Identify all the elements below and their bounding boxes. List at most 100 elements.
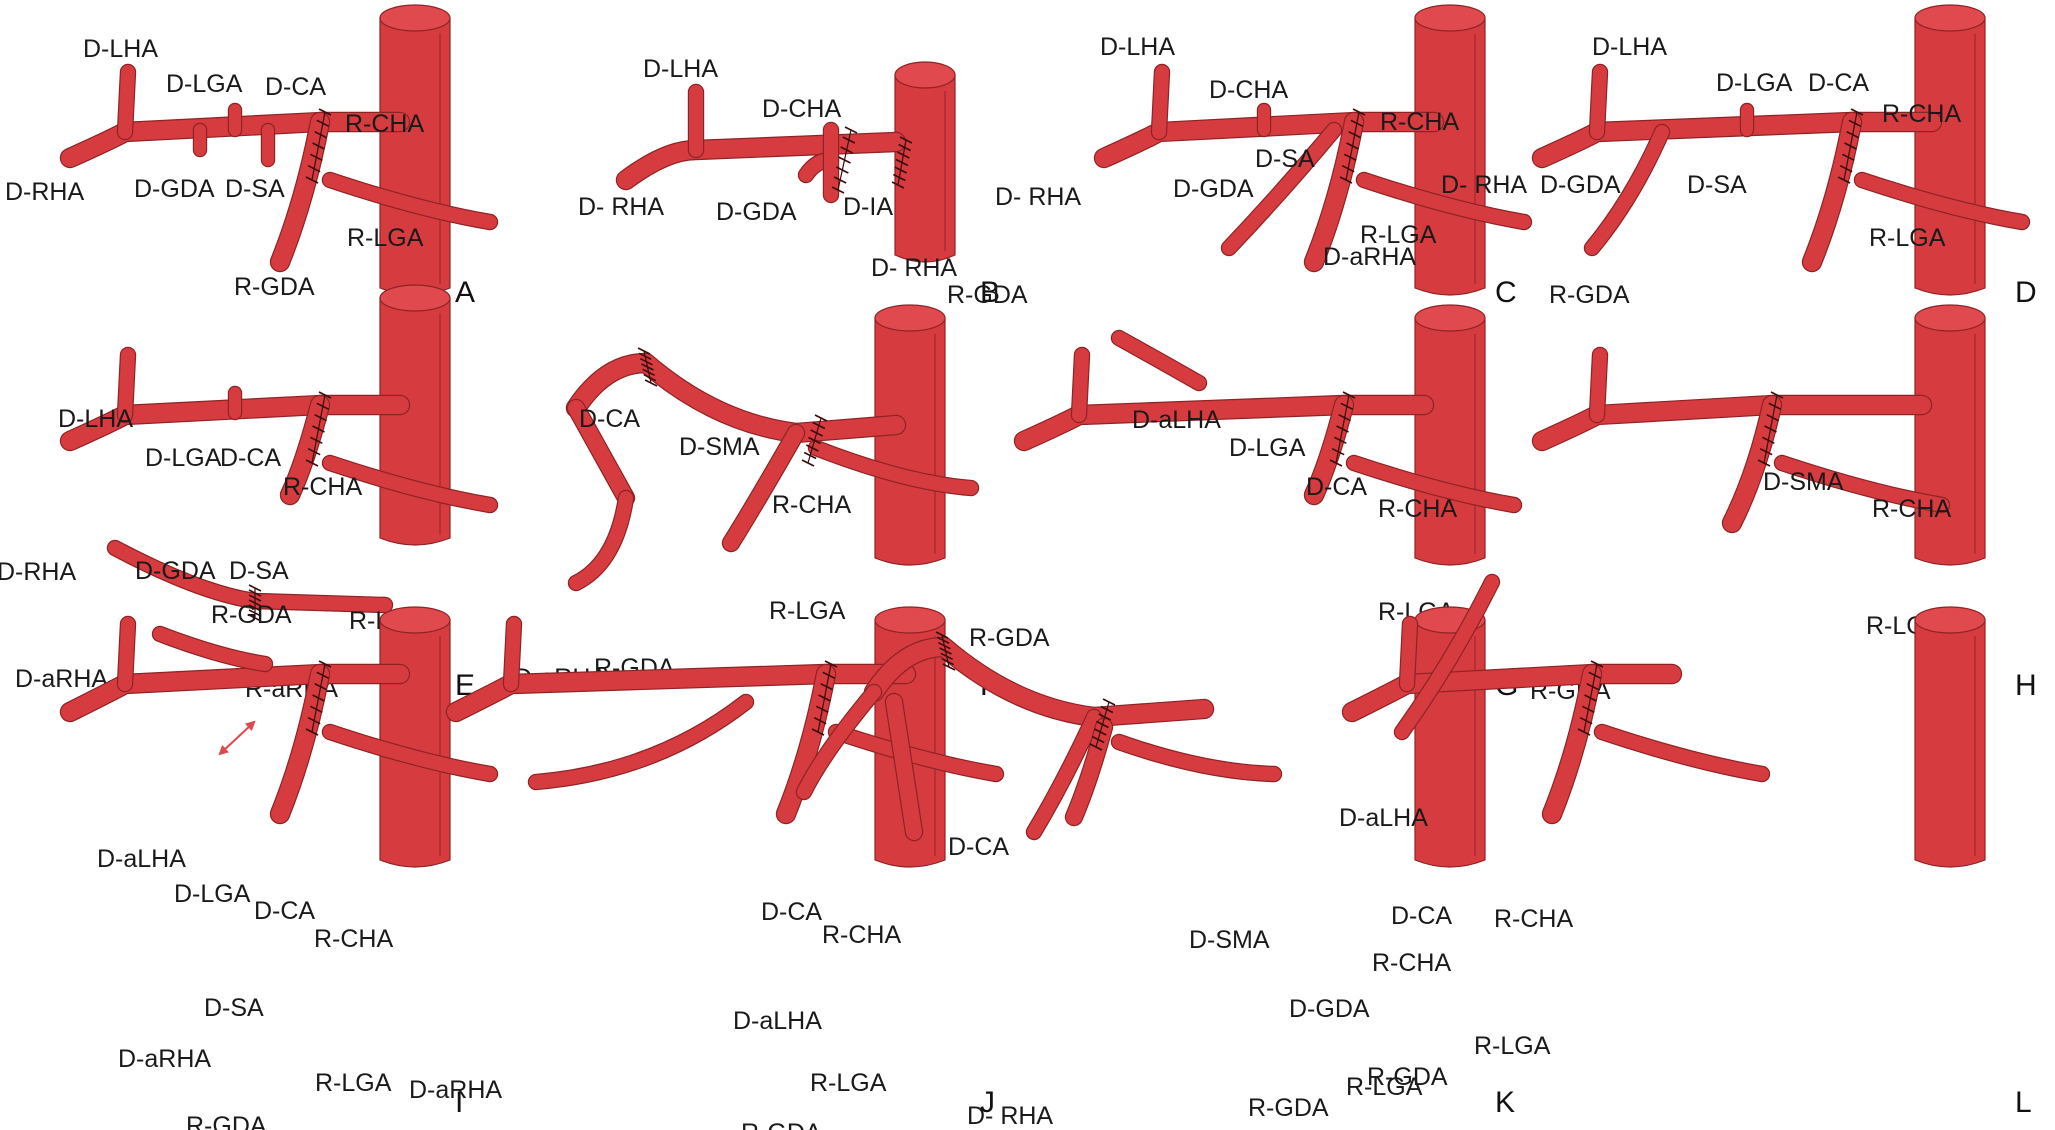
vessel-label-d-rha: D-RHA (5, 178, 84, 206)
vessel-label-r-gda: R-GDA (211, 601, 292, 629)
panel-i: D-aLHAD-LGAD-CAR-CHAD-SAD-aRHAR-LGAR-GDA… (59, 606, 499, 1130)
vessel-label-r-cha: R-CHA (1372, 949, 1451, 977)
recipient-lga (1357, 173, 1531, 229)
vessel-label-d-ca: D-CA (761, 898, 822, 926)
distance-arrow (218, 720, 256, 756)
recipient-gda (271, 665, 329, 823)
vessel-label-d-lga: D-LGA (145, 444, 222, 472)
accessory-left-hepatic (153, 627, 272, 671)
left-hepatic-branch (1590, 65, 1607, 139)
recipient-gda (1305, 113, 1363, 271)
vessel-label-d-sma: D-SMA (1763, 468, 1844, 496)
suture-line (811, 660, 838, 736)
vessel-label-r-lga: R-LGA (1474, 1032, 1551, 1060)
panel-letter: A (455, 276, 475, 309)
accessory-right-hepatic-outline (527, 693, 755, 791)
celiac-descending-branch (568, 400, 634, 506)
recipient-gda (1803, 113, 1861, 271)
hepatic-branch (1590, 348, 1607, 422)
vessel-label-d-cha: D-CHA (1209, 76, 1288, 104)
aorta-tube (1914, 17, 1986, 296)
suture-line (1089, 698, 1116, 751)
aorta-opening (379, 284, 451, 312)
vessel-label-d-sma: D-SMA (679, 433, 760, 461)
panel-letter: C (1495, 276, 1517, 309)
aorta-tube (894, 74, 956, 263)
vessel-label-d-ca: D-CA (220, 444, 281, 472)
vessel-label-r-cha: R-CHA (1494, 905, 1573, 933)
common-hepatic-trunk (617, 133, 905, 189)
aorta-tube (874, 317, 946, 566)
panel-letter: K (1495, 1086, 1515, 1119)
vessel-label-d-gda: D-GDA (1540, 171, 1621, 199)
recipient-lga (809, 441, 978, 495)
suture-line (305, 391, 332, 467)
vessel-label-d-alha: D-aLHA (733, 1007, 822, 1035)
vessel-label-d-lga: D-LGA (166, 70, 243, 98)
suture-line (637, 347, 658, 387)
panel-letter: I (455, 1086, 463, 1119)
panel-letter: B (980, 276, 1000, 309)
suture-line (831, 126, 858, 194)
vessel-label-d-lga: D-LGA (936, 1126, 1013, 1130)
aorta-opening (1914, 304, 1986, 332)
suture-line (801, 414, 828, 467)
vessel-label-d-sa: D-SA (225, 175, 285, 203)
vessel-label-d-lha: D-LHA (58, 405, 133, 433)
vessel-label-d-arha: D-aRHA (409, 1076, 502, 1104)
vessel-label-r-cha: R-CHA (822, 921, 901, 949)
panel-e: D-LHAD-LGAD-CAR-CHAD-RHAD-GDAD-SAR-LGAR-… (0, 284, 499, 703)
aorta-tube (1914, 619, 1986, 868)
left-hepatic-branch (504, 617, 521, 691)
aorta-opening (874, 304, 946, 332)
panel-letter: J (980, 1086, 995, 1119)
vessel-label-r-cha: R-CHA (1380, 108, 1459, 136)
vessel-label-d-sa: D-SA (1255, 145, 1315, 173)
vessel-label-d-gda: D-GDA (135, 557, 216, 585)
aorta-opening (379, 4, 451, 32)
vessel-label-r-gda: R-GDA (947, 281, 1028, 309)
aorta-opening (1414, 4, 1486, 32)
vessel-label-d-gda: D-GDA (1289, 995, 1370, 1023)
suture-line (1329, 391, 1356, 467)
accessory-left-hepatic (1112, 331, 1206, 390)
right-hepatic-branch (1027, 710, 1101, 839)
vessel-label-r-lga: R-LGA (1869, 224, 1946, 252)
vessel-label-d-sma: D-SMA (1189, 926, 1270, 954)
left-hepatic-branch (1400, 617, 1417, 691)
vessel-label-d-rha: D- RHA (871, 254, 957, 282)
aorta-opening (1914, 4, 1986, 32)
vessel-label-d-ca: D-CA (1808, 69, 1869, 97)
vessel-label-d-arha: D-aRHA (15, 665, 108, 693)
superior-mesenteric-trunk (567, 354, 905, 442)
vessel-label-r-cha: R-CHA (314, 925, 393, 953)
aorta-opening (379, 606, 451, 634)
recipient-gda (1066, 719, 1112, 825)
suture-line (1757, 391, 1784, 467)
vessel-label-d-gda: D-GDA (716, 198, 797, 226)
left-hepatic-branch (1152, 65, 1169, 139)
vessel-label-r-lga: R-LGA (1346, 1073, 1423, 1101)
vessel-label-r-lga: R-LGA (315, 1069, 392, 1097)
left-hepatic-branch (118, 348, 135, 422)
aorta-opening (1914, 606, 1986, 634)
vessel-label-d-ca: D-CA (1306, 473, 1367, 501)
suture-line (1339, 108, 1366, 184)
vessel-label-d-lga: D-LGA (1716, 69, 1793, 97)
celiac-descending-branch (886, 694, 922, 840)
vessel-label-d-alha: D-aLHA (97, 845, 186, 873)
vessel-label-d-ca: D-CA (948, 833, 1009, 861)
recipient-gda (777, 665, 835, 823)
vessel-label-d-lga: D-LGA (174, 880, 251, 908)
vessel-label-r-cha: R-CHA (1872, 495, 1951, 523)
vessel-label-d-gda: D-GDA (134, 175, 215, 203)
vessel-label-d-rha: D- RHA (967, 1102, 1053, 1130)
vessel-label-r-lga: R-LGA (769, 597, 846, 625)
vessel-label-d-rha: D- RHA (578, 193, 664, 221)
